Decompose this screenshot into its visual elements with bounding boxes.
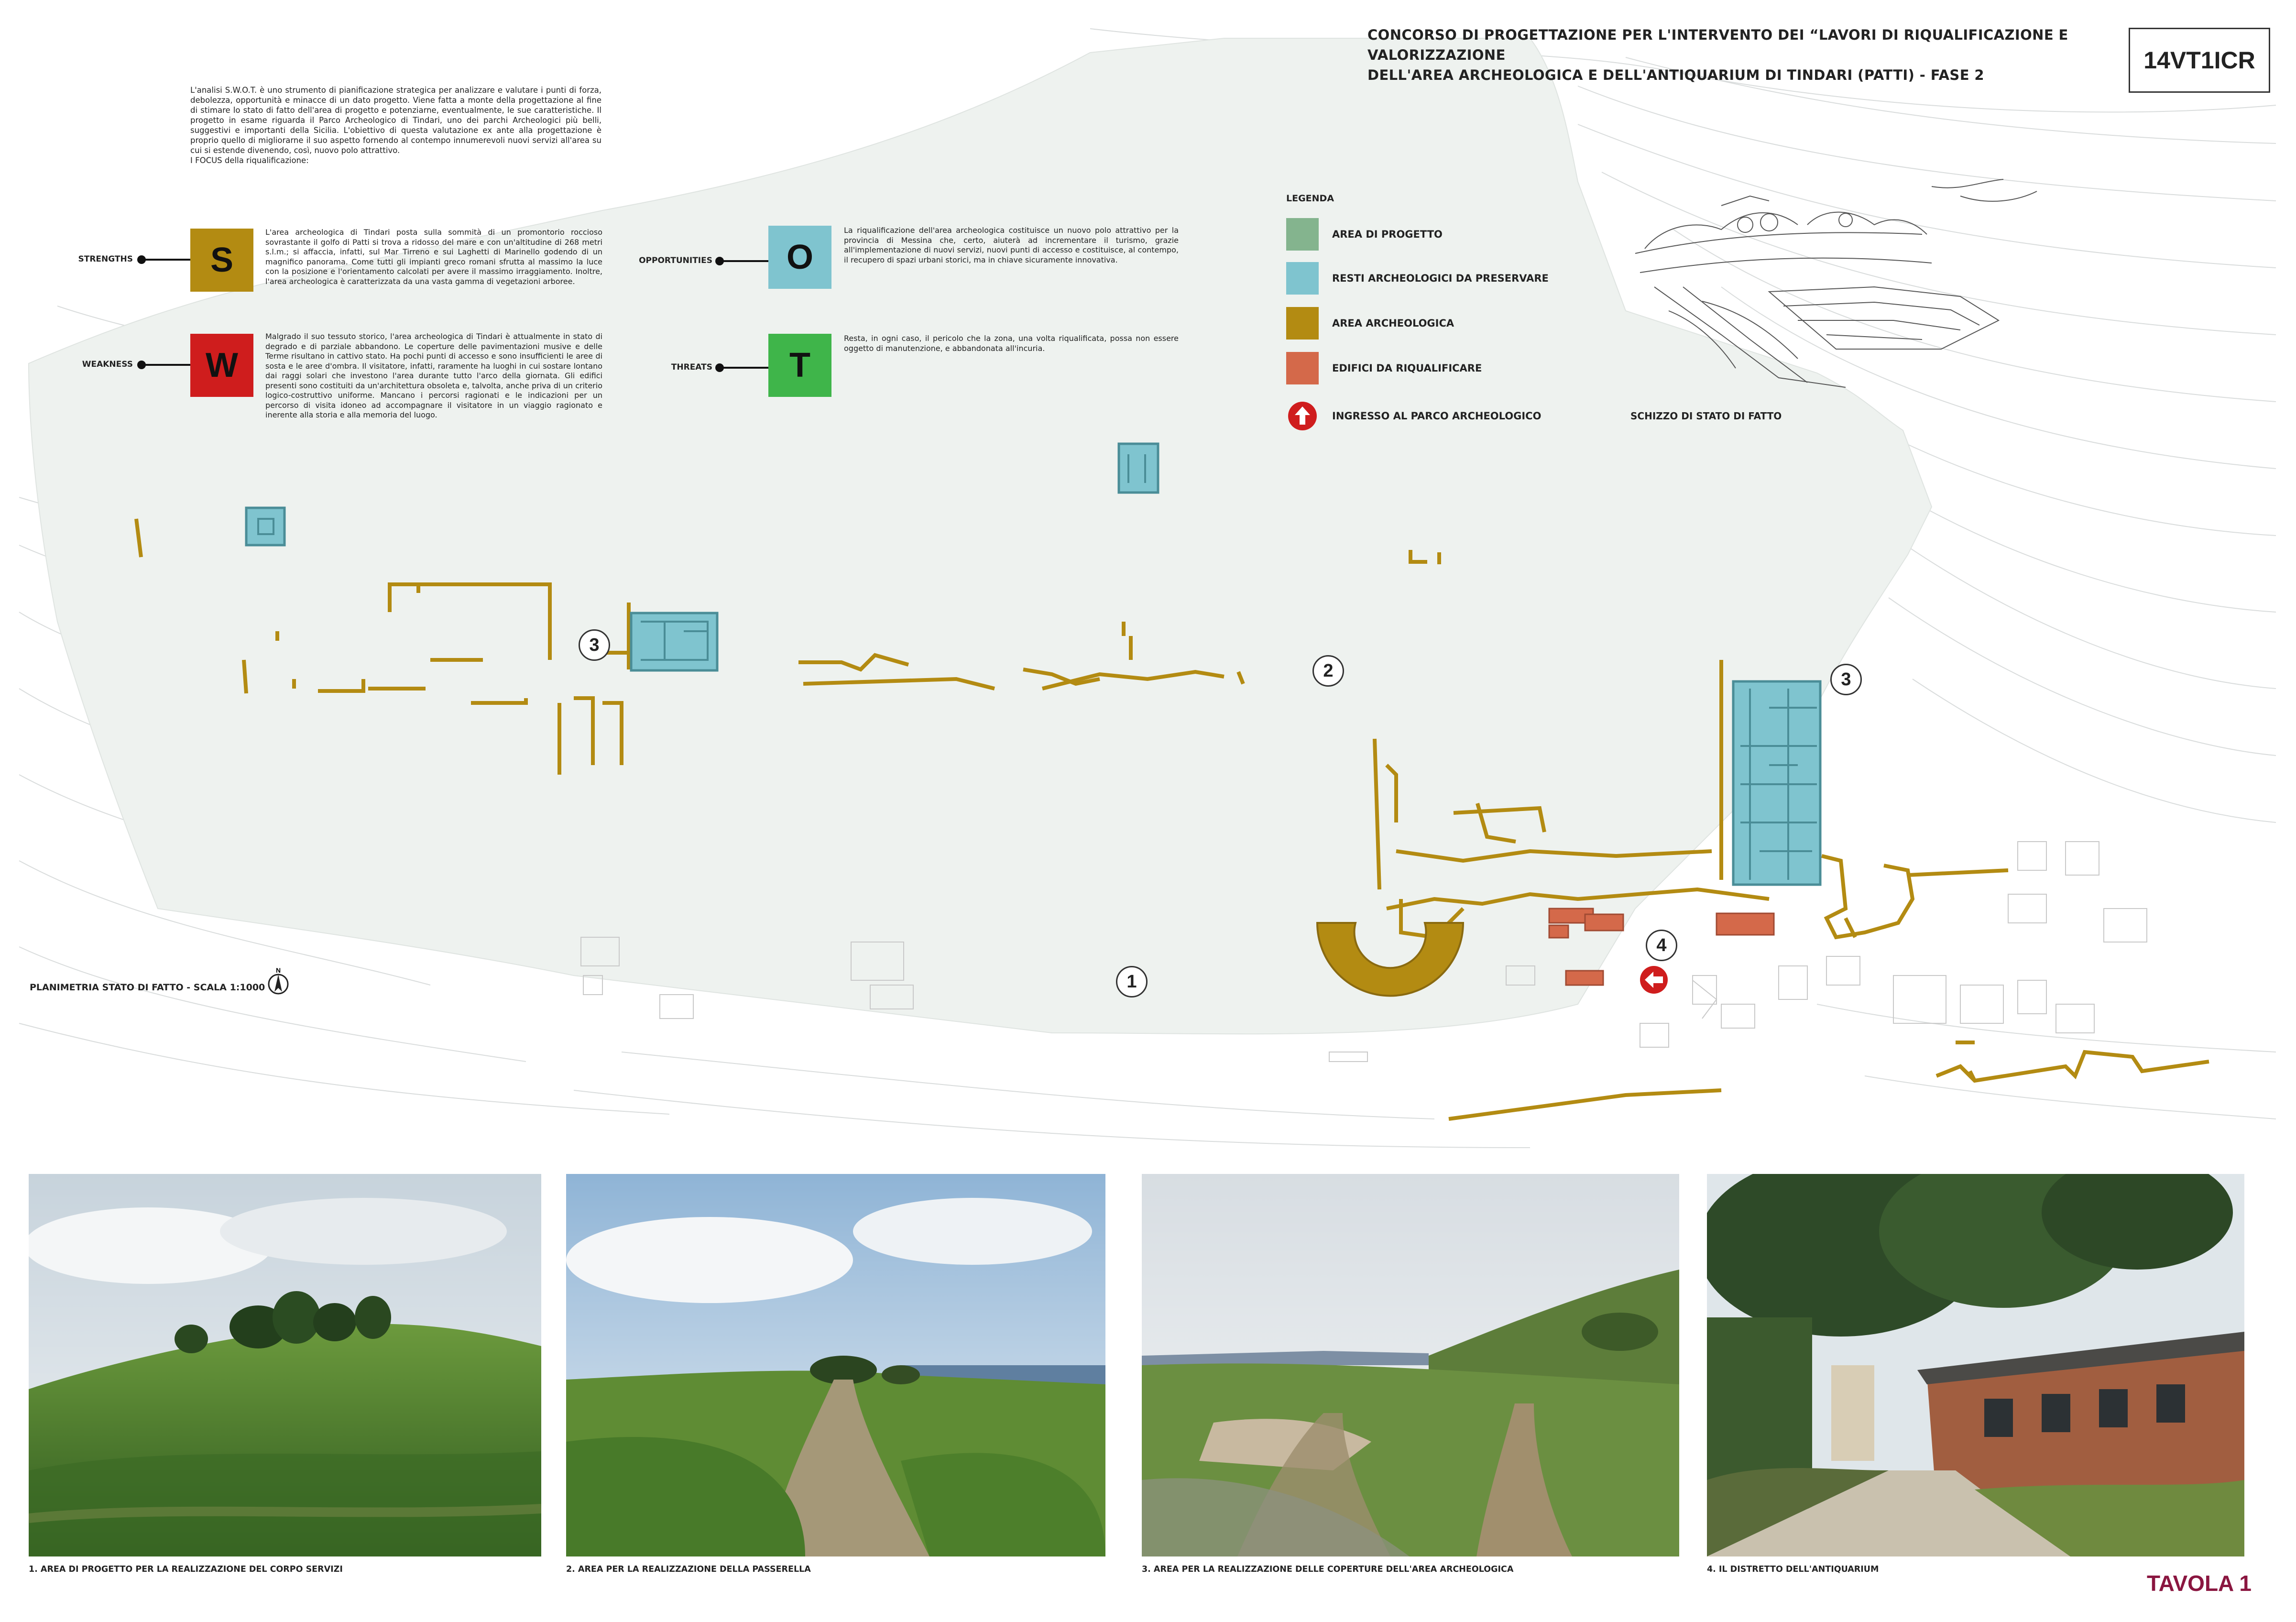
title-line-1: CONCORSO DI PROGETTAZIONE PER L'INTERVEN…: [1367, 27, 2068, 63]
plan-marker-3-west: 3: [579, 629, 610, 661]
swot-letter-o: O: [768, 226, 831, 289]
legend-item-buildings: EDIFICI DA RIQUALIFICARE: [1286, 352, 1482, 384]
legend-title: LEGENDA: [1286, 193, 1334, 204]
photo-3: [1142, 1174, 1679, 1556]
swot-label-weakness: WEAKNESS: [82, 360, 133, 369]
photo-1-image: [29, 1174, 541, 1556]
swot-label-opportunities: OPPORTUNITIES: [639, 256, 712, 265]
site-plan: [19, 28, 2276, 1148]
legend-swatch: [1286, 218, 1319, 251]
legend-item-ruins-preserve: RESTI ARCHEOLOGICI DA PRESERVARE: [1286, 262, 1549, 295]
legend-swatch: [1286, 262, 1319, 295]
legend-swatch: [1286, 352, 1319, 384]
legend-item-archaeological-area: AREA ARCHEOLOGICA: [1286, 307, 1454, 340]
intro-paragraph: L'analisi S.W.O.T. è uno strumento di pi…: [190, 86, 601, 155]
connector-threats: [715, 363, 768, 372]
swot-text-threats: Resta, in ogni caso, il pericolo che la …: [844, 334, 1179, 353]
photo-2-caption: 2. AREA PER LA REALIZZAZIONE DELLA PASSE…: [566, 1565, 811, 1574]
entrance-arrow-icon: [1640, 966, 1668, 994]
swot-text-strengths: L'area archeologica di Tindari posta sul…: [265, 228, 602, 286]
plan-marker-3-east: 3: [1830, 664, 1862, 695]
project-code: 14VT1ICR: [2129, 28, 2270, 93]
legend-swatch: [1286, 307, 1319, 340]
photo-2: [566, 1174, 1105, 1556]
swot-label-strengths: STRENGTHS: [78, 254, 133, 264]
legend-label: RESTI ARCHEOLOGICI DA PRESERVARE: [1332, 273, 1549, 284]
sketch-label: SCHIZZO DI STATO DI FATTO: [1630, 410, 1782, 422]
connector-opportunities: [715, 257, 768, 265]
plan-marker-2: 2: [1312, 655, 1344, 687]
photo-1-caption: 1. AREA DI PROGETTO PER LA REALIZZAZIONE…: [29, 1565, 343, 1574]
legend-label: AREA DI PROGETTO: [1332, 229, 1443, 240]
swot-label-threats: THREATS: [671, 362, 712, 372]
plan-marker-1: 1: [1116, 966, 1148, 997]
legend-item-entrance: INGRESSO AL PARCO ARCHEOLOGICO: [1286, 400, 1541, 432]
existing-state-sketch: [1635, 179, 2037, 388]
intro-focus: I FOCUS della riqualificazione:: [190, 156, 309, 165]
swot-intro: L'analisi S.W.O.T. è uno strumento di pi…: [190, 85, 601, 165]
competition-title: CONCORSO DI PROGETTAZIONE PER L'INTERVEN…: [1367, 25, 2118, 85]
photo-4-caption: 4. IL DISTRETTO DELL'ANTIQUARIUM: [1707, 1565, 1879, 1574]
north-arrow-icon: N: [268, 968, 289, 995]
swot-letter-s: S: [190, 229, 253, 292]
connector-weakness: [137, 361, 190, 369]
plan-marker-4: 4: [1646, 930, 1677, 961]
swot-text-weakness: Malgrado il suo tessuto storico, l'area …: [265, 332, 602, 419]
legend-label: EDIFICI DA RIQUALIFICARE: [1332, 362, 1482, 374]
swot-letter-w: W: [190, 334, 253, 397]
legend-label: AREA ARCHEOLOGICA: [1332, 318, 1454, 329]
legend-label: INGRESSO AL PARCO ARCHEOLOGICO: [1332, 410, 1542, 422]
swot-letter-t: T: [768, 334, 831, 397]
title-line-2: DELL'AREA ARCHEOLOGICA E DELL'ANTIQUARIU…: [1367, 67, 1985, 83]
tavola-number: TAVOLA 1: [2147, 1571, 2252, 1596]
photo-4-image: [1707, 1174, 2244, 1556]
photo-4: [1707, 1174, 2244, 1556]
photo-1: [29, 1174, 541, 1556]
swot-text-opportunities: La riqualificazione dell'area archeologi…: [844, 226, 1179, 264]
photo-3-caption: 3. AREA PER LA REALIZZAZIONE DELLE COPER…: [1142, 1565, 1514, 1574]
svg-text:N: N: [276, 968, 281, 974]
photo-3-image: [1142, 1174, 1679, 1556]
arrow-up-icon: [1288, 402, 1317, 430]
plan-label: PLANIMETRIA STATO DI FATTO - SCALA 1:100…: [30, 982, 265, 993]
photo-2-image: [566, 1174, 1105, 1556]
legend-item-project-area: AREA DI PROGETTO: [1286, 218, 1443, 251]
connector-strengths: [137, 255, 190, 264]
